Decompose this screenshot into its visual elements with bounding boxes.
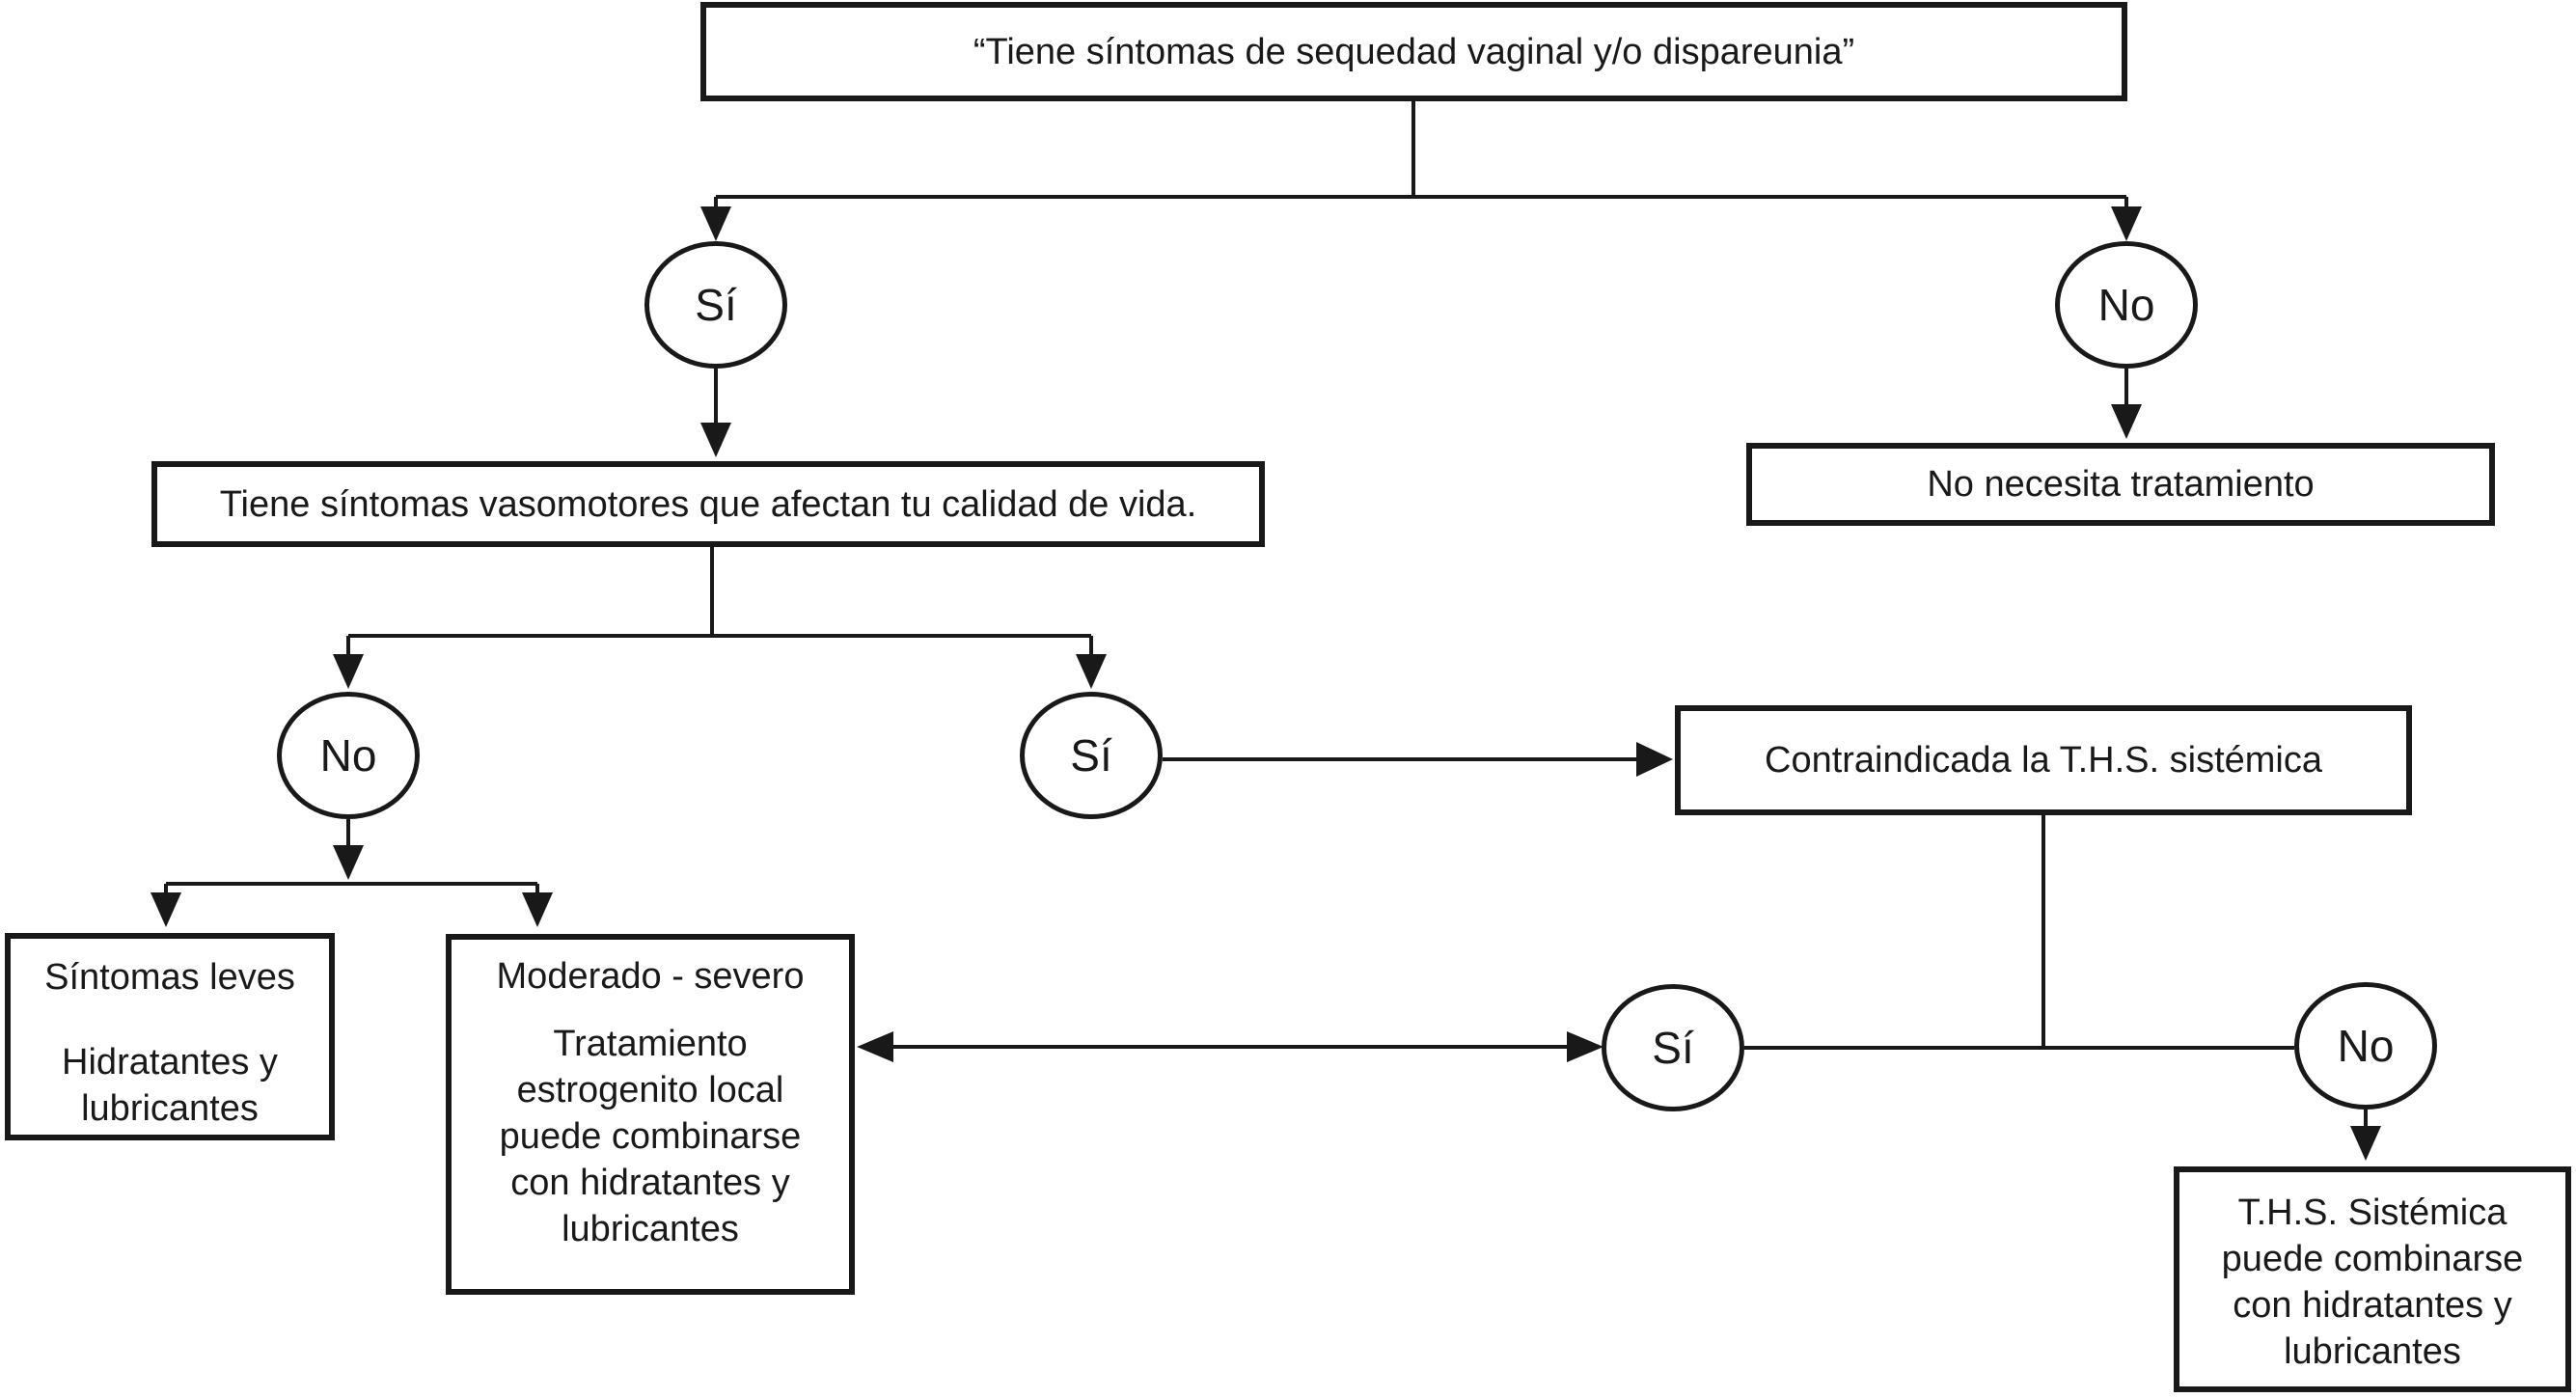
decision-no-2: No <box>277 692 420 819</box>
node-no-treatment: No necesita tratamiento <box>1746 443 2495 526</box>
decision-yes-2-label: Sí <box>1070 730 1112 781</box>
decision-no-3-label: No <box>2337 1021 2395 1071</box>
arrowhead-down-no2 <box>333 654 364 689</box>
node-systemic-hrt-body: T.H.S. Sistémica puede combinarse con hi… <box>2221 1192 2524 1372</box>
arrowhead-down-q2 <box>700 423 731 457</box>
node-mild-title: Síntomas leves <box>44 957 295 998</box>
node-question-vasomotor: Tiene síntomas vasomotores que afectan t… <box>151 461 1265 547</box>
node-question-vasomotor-label: Tiene síntomas vasomotores que afectan t… <box>219 483 1197 525</box>
node-contraindicated: Contraindicada la T.H.S. sistémica <box>1675 705 2412 815</box>
arrowhead-right-si3 <box>1567 1031 1603 1062</box>
connector-q1-split <box>714 101 2128 210</box>
arrowhead-right-contra <box>1636 742 1673 777</box>
node-moderate-title: Moderado - severo <box>496 956 805 997</box>
connector-no2-split <box>164 819 539 895</box>
node-no-treatment-label: No necesita tratamiento <box>1927 464 2315 505</box>
decision-yes-2: Sí <box>1020 692 1163 819</box>
decision-yes-1: Sí <box>644 241 787 369</box>
connector-contra-split <box>1744 815 2294 1050</box>
arrowhead-down-moderate <box>522 892 553 927</box>
node-moderate-body: Tratamiento estrogenito local puede comb… <box>499 1024 802 1249</box>
node-mild-body: Hidratantes y lubricantes <box>62 1042 278 1129</box>
arrowhead-left-moderate <box>857 1031 893 1062</box>
arrowhead-down-si2 <box>1076 654 1107 689</box>
arrowhead-down-no2-split <box>333 845 364 880</box>
decision-yes-3-label: Sí <box>1652 1023 1694 1073</box>
decision-yes-3: Sí <box>1602 984 1744 1111</box>
decision-no-1-label: No <box>2097 280 2155 330</box>
node-question-dryness-label: “Tiene síntomas de sequedad vaginal y/o … <box>973 31 1855 72</box>
decision-no-1: No <box>2055 241 2198 369</box>
decision-no-2-label: No <box>319 730 377 781</box>
node-contraindicated-label: Contraindicada la T.H.S. sistémica <box>1765 740 2322 781</box>
decision-no-3: No <box>2294 982 2437 1110</box>
arrowhead-down-ths <box>2350 1126 2381 1161</box>
connector-q2-split <box>346 547 1093 658</box>
node-moderate-severe: Moderado - severo Tratamiento estrogenit… <box>446 934 855 1295</box>
node-question-dryness: “Tiene síntomas de sequedad vaginal y/o … <box>700 2 2127 101</box>
arrowhead-down-si1 <box>700 206 731 241</box>
node-mild-symptoms: Síntomas leves Hidratantes y lubricantes <box>5 933 335 1140</box>
arrowhead-down-mild <box>151 892 181 927</box>
decision-yes-1-label: Sí <box>695 280 737 330</box>
node-systemic-hrt: T.H.S. Sistémica puede combinarse con hi… <box>2174 1166 2571 1392</box>
arrowhead-down-notreat <box>2111 404 2142 439</box>
arrowhead-down-no1 <box>2111 206 2142 241</box>
